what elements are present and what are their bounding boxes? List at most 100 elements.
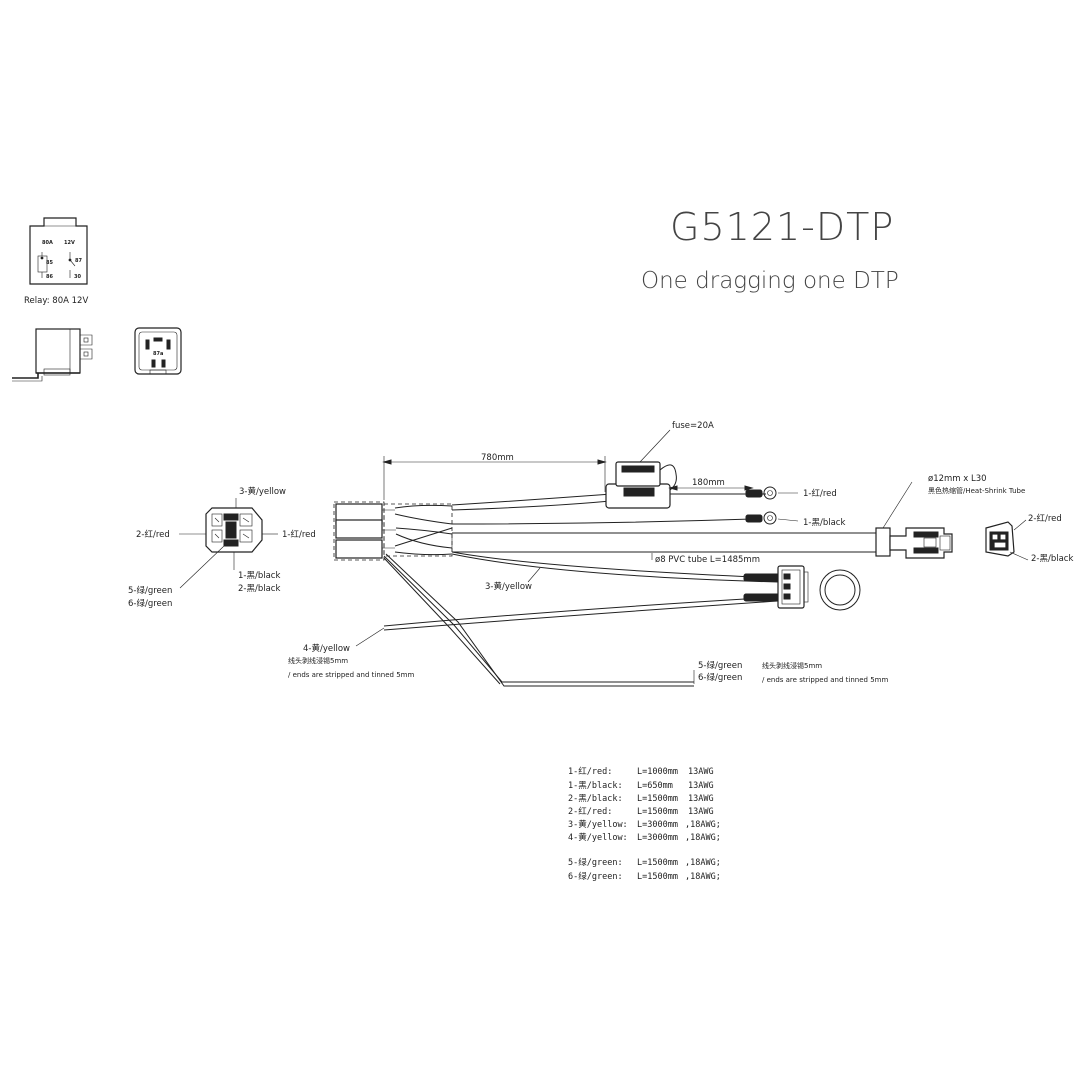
wire-label-4-yellow: 4-黄/yellow: [303, 643, 350, 654]
leader-fuse: [639, 429, 671, 463]
ring-wire-1-red: 1-红/red: [803, 488, 837, 499]
dimension-180mm: [668, 485, 754, 491]
wire-to-fuse: [451, 493, 613, 506]
spec-gauge: 13AWG: [688, 781, 714, 791]
dtp-wire-2-black: 2-黑/black: [1031, 554, 1073, 564]
relay-wire-6-green: 6-绿/green: [128, 598, 172, 609]
drawing-title: G5121-DTP: [670, 205, 894, 249]
drawing-subtitle: One dragging one DTP: [641, 268, 899, 294]
leader-conn-red: [1013, 519, 1027, 531]
strip-note-cn-left: 线头剥线浸锡5mm: [288, 656, 348, 665]
spec-row: 1-黑/black: L=650mm 13AWG: [568, 781, 714, 791]
spec-length: L=1000mm: [637, 767, 678, 777]
pvc-tube: [451, 532, 876, 553]
relay-wire-1-black: 1-黑/black: [238, 571, 280, 581]
relay-wire-2-black: 2-黑/black: [238, 584, 280, 594]
relay-top-view-icon: 87a: [134, 327, 182, 375]
relay-socket-cluster: [333, 501, 453, 561]
spec-wire: 1-黑/black:: [568, 781, 623, 791]
spec-gauge: 13AWG: [688, 767, 714, 777]
leader-yellow-4: [355, 627, 385, 647]
spec-row: 2-红/red: L=1500mm 13AWG: [568, 806, 714, 817]
spec-gauge: ,18AWG;: [685, 872, 721, 882]
relay-top-pin-87a: 87a: [153, 351, 163, 357]
dimension-780mm-label: 780mm: [481, 453, 514, 463]
fuse-holder: [605, 461, 677, 509]
relay-wire-2-red: 2-红/red: [136, 529, 170, 540]
ring-wire-1-black: 1-黑/black: [803, 518, 845, 528]
spec-wire: 1-红/red:: [568, 766, 612, 777]
spec-length: L=650mm: [637, 781, 673, 791]
spec-length: L=1500mm: [637, 807, 678, 817]
wire-1-black: [451, 518, 753, 525]
wire-label-6-green: 6-绿/green: [698, 672, 742, 683]
relay-wire-3-yellow: 3-黄/yellow: [239, 486, 286, 497]
leader-ring-black: [777, 518, 799, 522]
spec-length: L=1500mm: [637, 872, 678, 882]
leader-relay-green: [179, 545, 225, 589]
wire-5-green: [383, 555, 694, 683]
relay-socket-front-view: [205, 507, 263, 553]
spec-row: 1-红/red: L=1000mm 13AWG: [568, 766, 714, 777]
wire-3-yellow: [451, 551, 779, 579]
relay-wire-5-green: 5-绿/green: [128, 585, 172, 596]
switch-bezel-ring: [819, 569, 861, 611]
dtp-wire-2-red: 2-红/red: [1028, 513, 1062, 524]
dimension-180mm-label: 180mm: [692, 478, 725, 488]
wire-label-3-yellow: 3-黄/yellow: [485, 581, 532, 592]
strip-note-en-left: / ends are stripped and tinned 5mm: [288, 671, 414, 679]
spec-row: 3-黄/yellow: L=3000mm ,18AWG;: [568, 819, 721, 830]
spec-wire: 5-绿/green:: [568, 857, 623, 868]
strip-note-cn-right: 线头剥线浸锡5mm: [762, 661, 822, 670]
ring-terminal-black: [745, 511, 777, 525]
heat-shrink-tube: [875, 527, 891, 557]
leader-yellow-3: [527, 567, 541, 583]
spec-wire: 2-红/red:: [568, 806, 612, 817]
relay-rating-volts: 12V: [64, 240, 75, 246]
wire-4-yellow-b: [383, 600, 779, 631]
spec-wire: 4-黄/yellow:: [568, 832, 628, 843]
spec-row: 6-绿/green: L=1500mm ,18AWG;: [568, 871, 721, 882]
spec-wire: 2-黑/black:: [568, 794, 623, 804]
pvc-tube-label: ø8 PVC tube L=1485mm: [655, 555, 760, 565]
spec-gauge: 13AWG: [688, 794, 714, 804]
leader-conn-black: [1009, 551, 1029, 561]
spec-length: L=1500mm: [637, 794, 678, 804]
spec-gauge: ,18AWG;: [685, 820, 721, 830]
relay-pin-87: 87: [75, 258, 82, 264]
spec-gauge: ,18AWG;: [685, 858, 721, 868]
dimension-780mm: [382, 456, 607, 500]
ring-terminal-red: [745, 486, 777, 500]
spec-wire: 3-黄/yellow:: [568, 819, 628, 830]
spec-length: L=3000mm: [637, 820, 678, 830]
wire-6-green: [385, 553, 694, 687]
spec-row: 2-黑/black: L=1500mm 13AWG: [568, 794, 714, 804]
relay-schematic-icon: 80A 12V 87 85 86 30: [29, 217, 88, 285]
relay-wire-1-red: 1-红/red: [282, 529, 316, 540]
dtp-receptacle-front-view: [985, 521, 1015, 557]
relay-pin-30: 30: [74, 274, 81, 280]
spec-gauge: ,18AWG;: [685, 833, 721, 843]
relay-pin-86: 86: [46, 274, 53, 280]
spec-row: 5-绿/green: L=1500mm ,18AWG;: [568, 857, 721, 868]
spec-length: L=1500mm: [637, 858, 678, 868]
leader-heat-shrink: [882, 481, 913, 529]
rocker-switch: [743, 565, 809, 609]
wire-3-yellow-b: [451, 553, 779, 583]
spec-row: 4-黄/yellow: L=3000mm ,18AWG;: [568, 832, 721, 843]
heat-shrink-size: ø12mm x L30: [928, 474, 987, 484]
dtp-plug-connector: [889, 527, 953, 559]
wire-4-yellow: [383, 596, 779, 627]
spec-wire: 6-绿/green:: [568, 871, 623, 882]
relay-pin-85: 85: [46, 260, 53, 266]
spec-length: L=3000mm: [637, 833, 678, 843]
relay-rating-amps: 80A: [42, 240, 53, 246]
wire-green-inner: [383, 557, 501, 685]
relay-side-view-icon: [12, 328, 93, 382]
spec-gauge: 13AWG: [688, 807, 714, 817]
wire-label-5-green: 5-绿/green: [698, 660, 742, 671]
heat-shrink-desc: 黑色热缩管/Heat-Shrink Tube: [928, 486, 1025, 495]
wire-spec-table: 1-红/red: L=1000mm 13AWG 1-黑/black: L=650…: [568, 766, 721, 882]
